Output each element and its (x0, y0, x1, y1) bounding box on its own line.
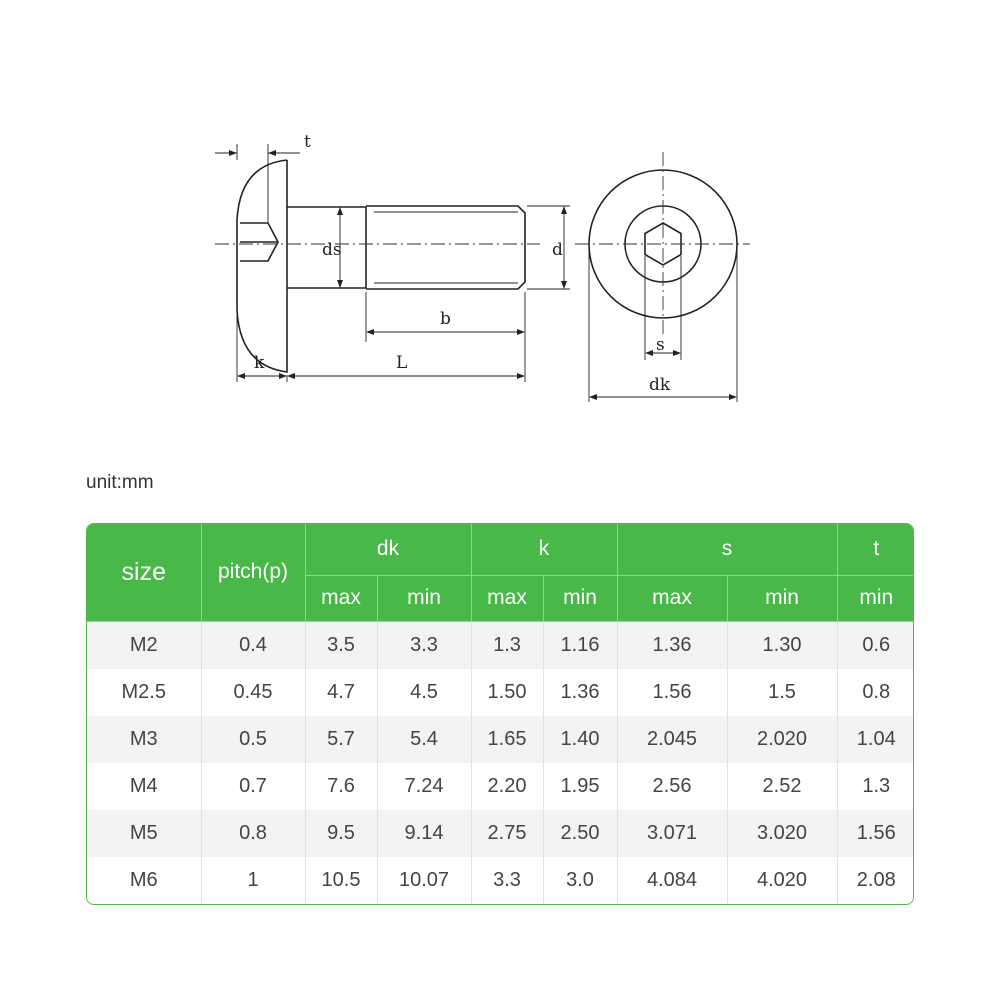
cell-t-min: 1.56 (836, 809, 913, 857)
cell-s-max: 2.045 (616, 716, 727, 763)
cell-s-min: 3.020 (726, 809, 837, 857)
subheader-dk-min: min (376, 574, 472, 622)
cell-s-min: 1.30 (726, 621, 837, 670)
label-L: L (396, 353, 407, 373)
cell-t-min: 2.08 (836, 856, 913, 904)
cell-s-max: 4.084 (616, 856, 727, 904)
cell-s-max: 2.56 (616, 762, 727, 810)
cell-pitch: 0.5 (200, 716, 305, 763)
cell-s-min: 2.52 (726, 762, 837, 810)
cell-dk-min: 3.3 (376, 621, 471, 670)
cell-k-min: 1.16 (542, 621, 617, 670)
cell-k-max: 1.3 (470, 621, 543, 670)
unit-label: unit:mm (86, 472, 154, 493)
cell-dk-min: 7.24 (376, 762, 471, 810)
dimension-table: size pitch(p) dk k s t max min max min m… (86, 523, 914, 905)
cell-dk-min: 9.14 (376, 809, 471, 857)
label-k: k (254, 353, 265, 373)
cell-size: M2.5 (87, 669, 201, 716)
label-t: t (304, 132, 311, 152)
cell-dk-min: 4.5 (376, 669, 471, 716)
cell-s-max: 1.56 (616, 669, 727, 716)
header-size: size (87, 524, 202, 622)
cell-s-max: 3.071 (616, 809, 727, 857)
table-row: M2.5 0.45 4.7 4.5 1.50 1.36 1.56 1.5 0.8 (87, 669, 913, 716)
cell-k-min: 1.40 (542, 716, 617, 763)
cell-s-min: 4.020 (726, 856, 837, 904)
cell-size: M3 (87, 716, 201, 763)
screw-thread (366, 205, 526, 290)
screw-head-outline (236, 159, 288, 373)
cell-dk-max: 7.6 (304, 762, 377, 810)
cell-t-min: 0.6 (836, 621, 913, 670)
cell-dk-max: 9.5 (304, 809, 377, 857)
cell-dk-min: 5.4 (376, 716, 471, 763)
subheader-s-min: min (726, 574, 838, 622)
cell-dk-max: 4.7 (304, 669, 377, 716)
cell-k-max: 3.3 (470, 856, 543, 904)
cell-pitch: 0.45 (200, 669, 305, 716)
cell-dk-max: 3.5 (304, 621, 377, 670)
cell-pitch: 0.7 (200, 762, 305, 810)
cell-pitch: 0.8 (200, 809, 305, 857)
subheader-dk-max: max (305, 574, 378, 622)
header-s: s (616, 524, 838, 576)
cell-k-max: 1.65 (470, 716, 543, 763)
cell-dk-max: 5.7 (304, 716, 377, 763)
cell-t-min: 1.3 (836, 762, 913, 810)
header-dk: dk (304, 524, 472, 576)
end-view-hex-socket (644, 222, 682, 266)
subheader-t-min: min (836, 574, 913, 622)
header-k: k (470, 524, 618, 576)
cell-k-max: 2.20 (470, 762, 543, 810)
cell-s-min: 1.5 (726, 669, 837, 716)
cell-size: M6 (87, 856, 201, 904)
screw-shank (287, 206, 367, 289)
cell-k-max: 2.75 (470, 809, 543, 857)
header-pitch: pitch(p) (200, 524, 306, 622)
cell-k-min: 2.50 (542, 809, 617, 857)
cell-size: M2 (87, 621, 201, 670)
cell-s-min: 2.020 (726, 716, 837, 763)
subheader-k-min: min (542, 574, 618, 622)
cell-pitch: 1 (200, 856, 305, 904)
cell-k-min: 1.95 (542, 762, 617, 810)
cell-size: M4 (87, 762, 201, 810)
subheader-k-max: max (470, 574, 544, 622)
cell-dk-max: 10.5 (304, 856, 377, 904)
table-row: M6 1 10.5 10.07 3.3 3.0 4.084 4.020 2.08 (87, 856, 913, 904)
label-b: b (440, 309, 451, 329)
label-dk: dk (649, 375, 671, 395)
cell-s-max: 1.36 (616, 621, 727, 670)
cell-k-max: 1.50 (470, 669, 543, 716)
cell-pitch: 0.4 (200, 621, 305, 670)
table-row: M5 0.8 9.5 9.14 2.75 2.50 3.071 3.020 1.… (87, 809, 913, 857)
subheader-s-max: max (616, 574, 728, 622)
table-row: M4 0.7 7.6 7.24 2.20 1.95 2.56 2.52 1.3 (87, 762, 913, 810)
cell-dk-min: 10.07 (376, 856, 471, 904)
cell-k-min: 1.36 (542, 669, 617, 716)
table-row: M3 0.5 5.7 5.4 1.65 1.40 2.045 2.020 1.0… (87, 716, 913, 763)
table-row: M2 0.4 3.5 3.3 1.3 1.16 1.36 1.30 0.6 (87, 621, 913, 670)
label-ds: ds (322, 240, 342, 260)
label-s: s (656, 335, 665, 355)
screw-diagram-svg: t ds d b k L s dk (215, 132, 750, 402)
cell-size: M5 (87, 809, 201, 857)
dimension-table-grid: size pitch(p) dk k s t max min max min m… (87, 524, 913, 904)
cell-t-min: 1.04 (836, 716, 913, 763)
header-t: t (836, 524, 913, 576)
label-d: d (552, 240, 563, 260)
cell-t-min: 0.8 (836, 669, 913, 716)
screw-technical-drawing: t ds d b k L s dk (200, 120, 780, 420)
cell-k-min: 3.0 (542, 856, 617, 904)
